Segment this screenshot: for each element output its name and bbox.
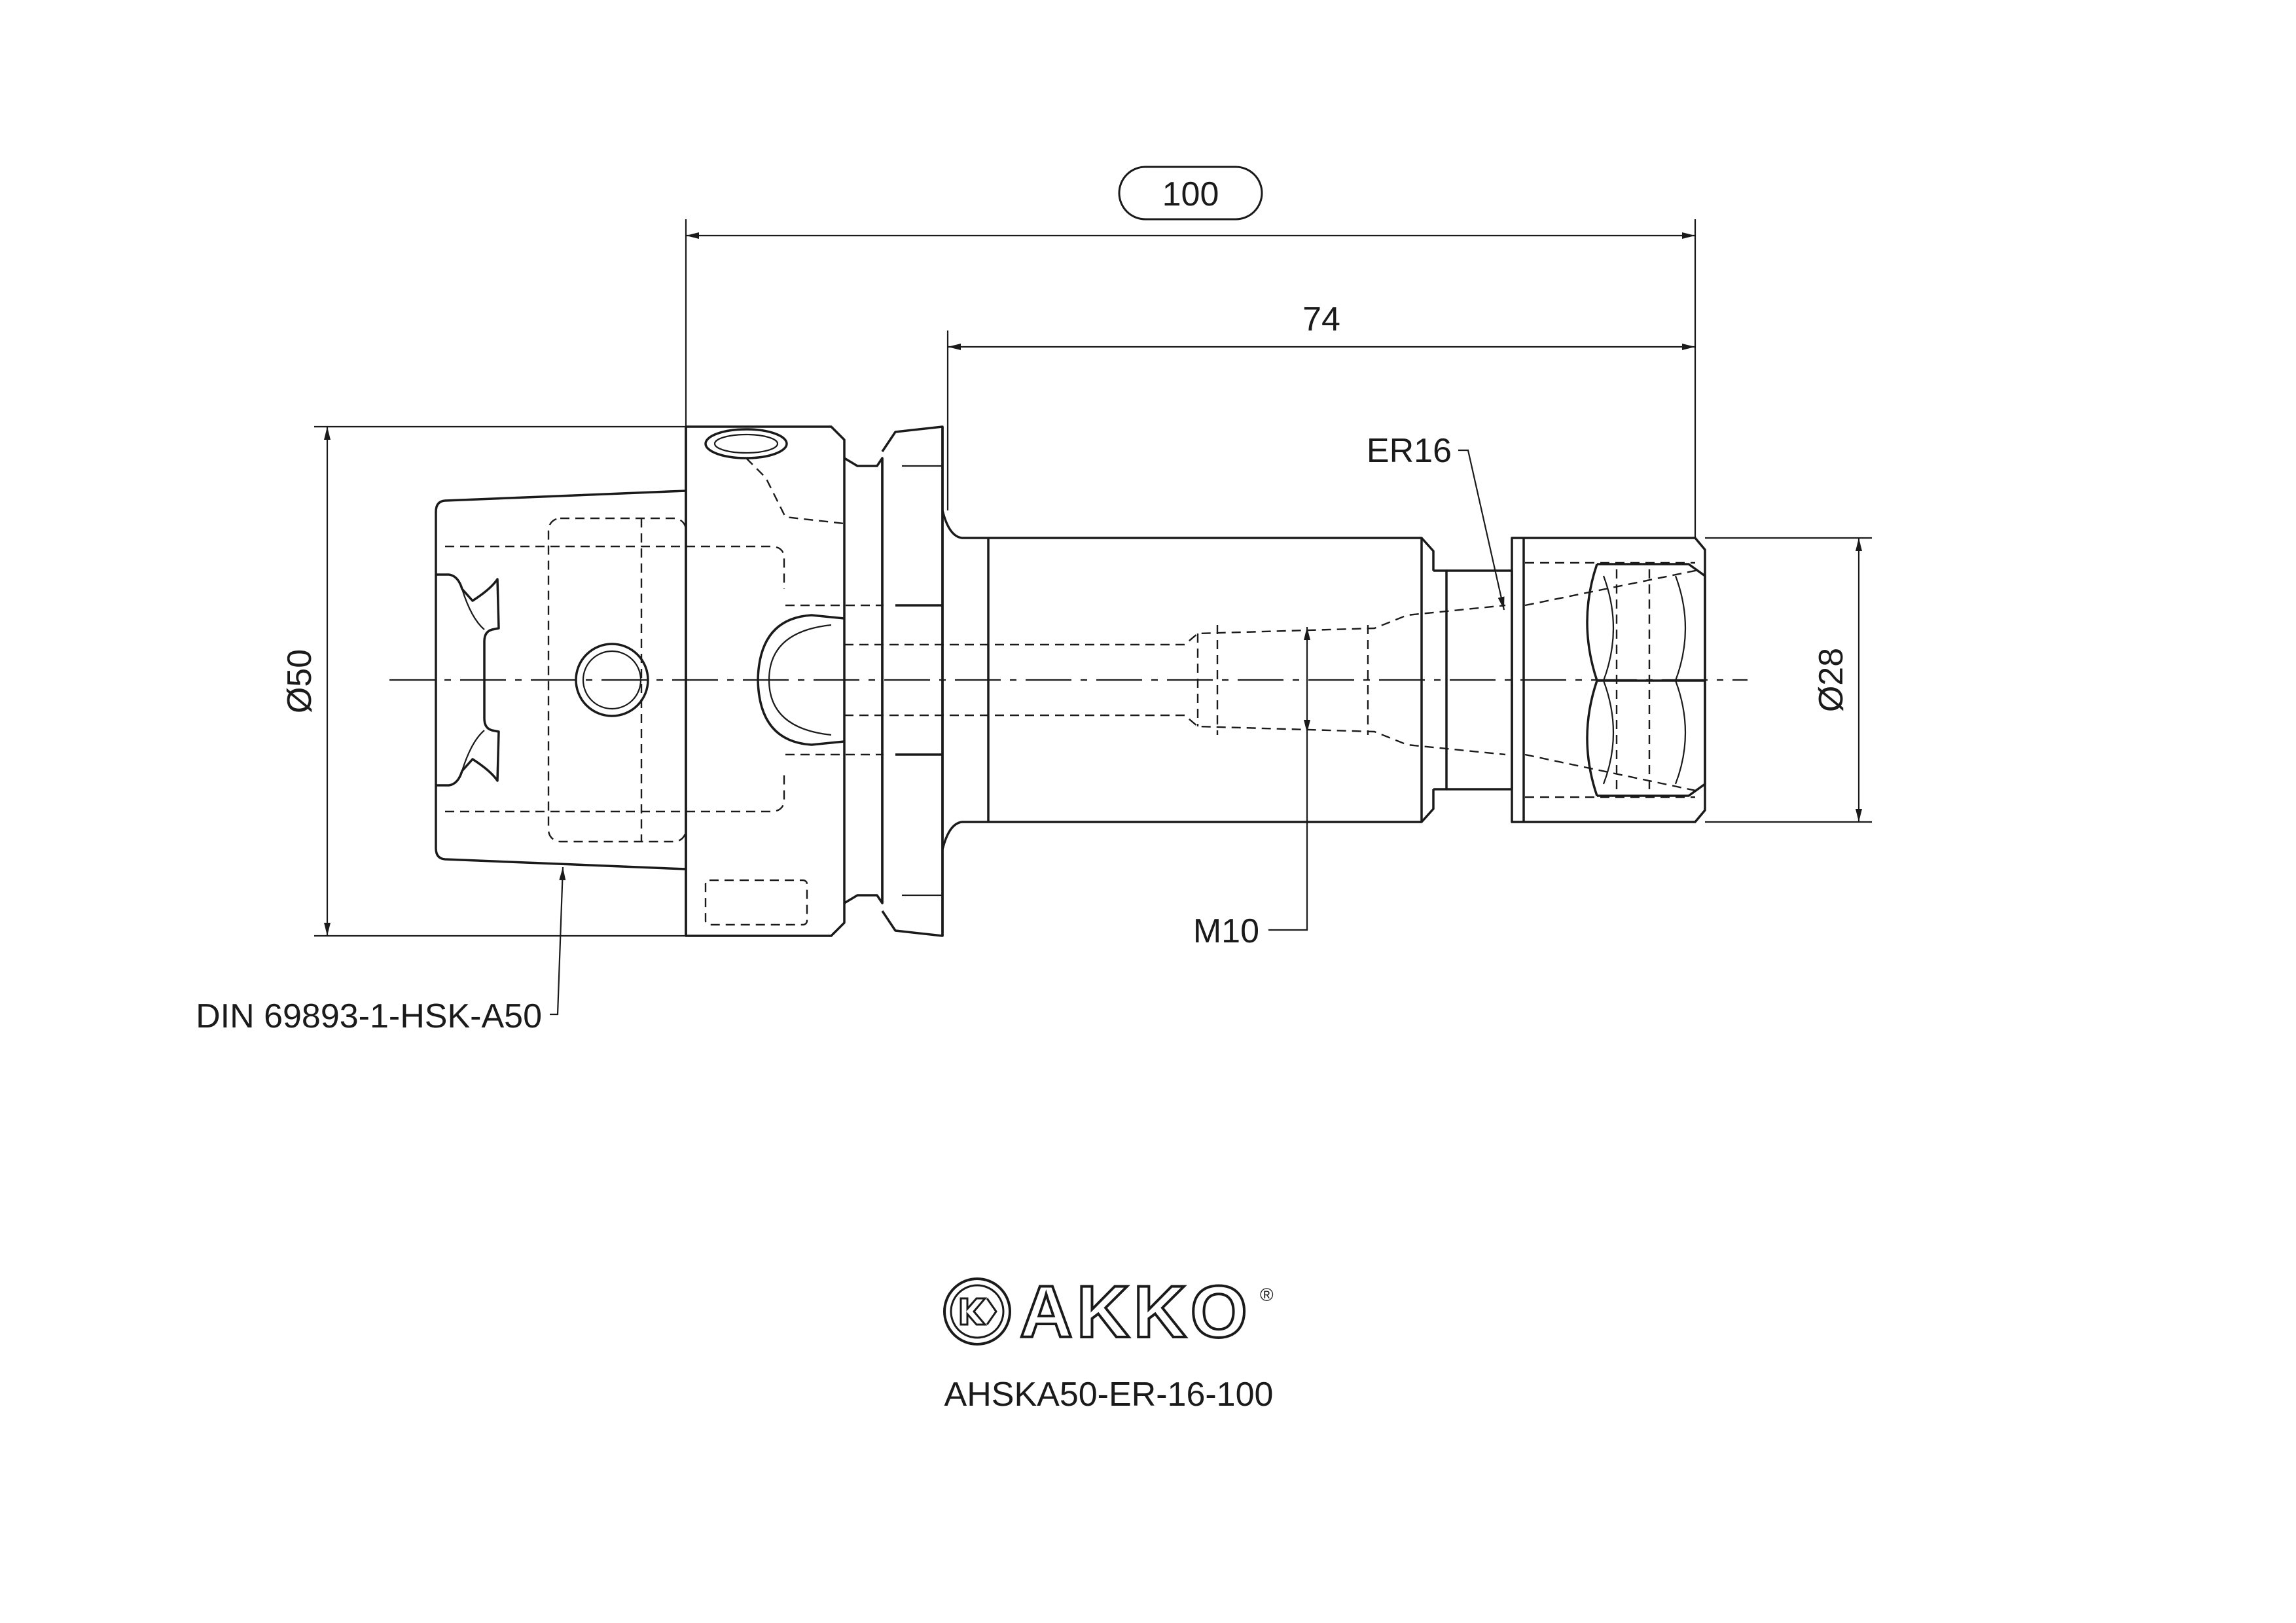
- v-groove-collar: [844, 425, 944, 937]
- registered-mark: ®: [1260, 1285, 1274, 1305]
- callout-m10-label: M10: [1193, 912, 1259, 950]
- extension-body: [844, 510, 1506, 850]
- dimension-shank-length: 74: [946, 300, 1695, 510]
- callout-hsk-label: DIN 69893-1-HSK-A50: [196, 997, 542, 1035]
- akko-emblem-icon: [943, 1277, 1011, 1346]
- dimension-d28-label: Ø28: [1812, 648, 1850, 712]
- callout-hsk-standard: DIN 69893-1-HSK-A50: [196, 866, 566, 1035]
- flange-body: [685, 425, 884, 937]
- callout-er16: ER16: [1367, 432, 1505, 611]
- hsk-taper-shank: [435, 490, 687, 870]
- akko-logo: AKKO ®: [943, 1270, 1274, 1354]
- callout-er16-label: ER16: [1367, 432, 1452, 470]
- dimension-nut-diameter: Ø28: [1705, 537, 1872, 823]
- basic-dimension-frame: [1118, 166, 1263, 221]
- dimension-100-label: 100: [1162, 175, 1219, 213]
- part-number: AHSKA50-ER-16-100: [944, 1376, 1274, 1414]
- dimension-d50-label: Ø50: [281, 649, 319, 713]
- dimension-74-label: 74: [1302, 300, 1340, 338]
- callout-m10: M10: [1193, 627, 1310, 950]
- dimension-overall-length: 100: [685, 166, 1696, 538]
- brand-name: AKKO: [1020, 1271, 1251, 1353]
- dimension-flange-diameter: Ø50: [281, 425, 686, 937]
